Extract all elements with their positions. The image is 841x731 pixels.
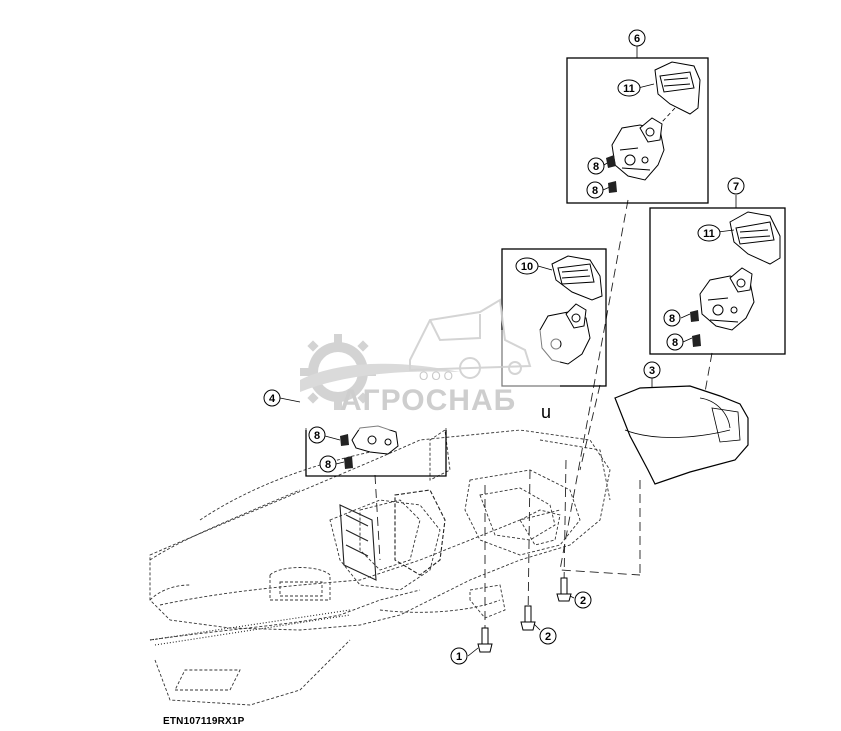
watermark-company-name: АГРОСНАБ [340, 384, 516, 417]
cushion-part-11 [654, 61, 701, 115]
callout-8-box6-upper: 8 [587, 157, 605, 175]
svg-text:8: 8 [592, 185, 598, 197]
screw-part-1 [477, 627, 493, 653]
svg-text:8: 8 [669, 313, 675, 325]
svg-text:7: 7 [733, 181, 739, 193]
callouts: 6 11 8 8 7 11 8 [263, 29, 745, 665]
screw-part-2-lower [520, 605, 536, 631]
machine-body-outline [149, 429, 611, 706]
machine-body-detail [149, 489, 446, 646]
callout-2-lower: 2 [539, 627, 557, 645]
watermark-company-prefix: ООО [419, 369, 456, 383]
callout-2-upper: 2 [574, 591, 592, 609]
svg-text:2: 2 [580, 595, 586, 607]
assembly-box-4 [279, 397, 447, 477]
callout-7: 7 [727, 177, 745, 195]
bolt-icon [340, 434, 353, 469]
panel-part-3 [614, 378, 749, 485]
screw-part-2-upper [556, 577, 572, 602]
figure-code-caption: ETN107119RX1P [163, 716, 245, 727]
watermark-suffix: u [541, 402, 551, 422]
cushion-part-10 [551, 255, 603, 301]
mechanism-part-7 [699, 267, 755, 331]
svg-text:11: 11 [623, 83, 635, 95]
callout-8-box7-upper: 8 [663, 309, 681, 327]
assembly-box-10 [501, 248, 607, 387]
callout-8-box4-upper: 8 [308, 426, 326, 444]
callout-1: 1 [450, 647, 468, 665]
svg-text:8: 8 [672, 337, 678, 349]
svg-text:1: 1 [456, 651, 462, 663]
watermark-logo: ООО АГРОСНАБ [300, 298, 560, 430]
callout-6: 6 [628, 29, 646, 47]
harvester-silhouette-icon [409, 298, 532, 379]
callout-8-box7-lower: 8 [666, 333, 684, 351]
callout-4: 4 [263, 389, 281, 407]
callout-8-box6-lower: 8 [586, 181, 604, 199]
svg-text:8: 8 [314, 430, 320, 442]
svg-text:2: 2 [545, 631, 551, 643]
cushion-part-11 [729, 211, 781, 265]
bolt-icon [690, 310, 701, 347]
svg-text:11: 11 [703, 228, 715, 240]
mechanism-part-4 [351, 425, 399, 455]
svg-text:4: 4 [269, 393, 276, 405]
assembly-box-7 [649, 195, 786, 355]
leader-lines [467, 595, 575, 657]
svg-text:6: 6 [634, 33, 640, 45]
callout-11-box6: 11 [617, 79, 641, 97]
callout-3: 3 [643, 361, 661, 379]
assembly-lines [374, 199, 713, 650]
svg-text:8: 8 [593, 161, 599, 173]
gear-icon [300, 334, 460, 410]
assembly-box-6 [566, 46, 709, 204]
mechanism-part-10 [539, 303, 591, 365]
callout-8-box4-lower: 8 [319, 455, 337, 473]
svg-text:10: 10 [521, 261, 533, 273]
svg-text:8: 8 [325, 459, 331, 471]
callout-10: 10 [515, 257, 539, 275]
bolt-icon [606, 155, 617, 193]
mechanism-part-6 [611, 117, 665, 181]
callout-11-box7: 11 [697, 224, 721, 242]
svg-text:3: 3 [649, 365, 655, 377]
